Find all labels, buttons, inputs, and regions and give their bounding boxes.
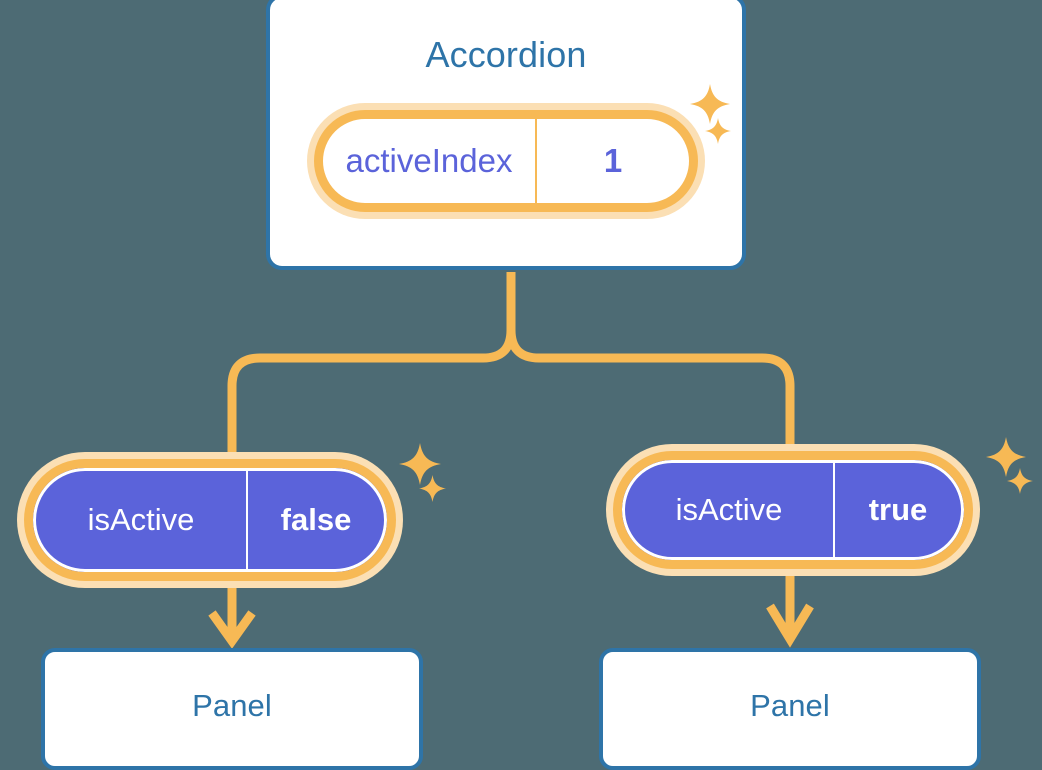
connector-trunk bbox=[227, 272, 516, 462]
component-title-panel: Panel bbox=[192, 688, 272, 723]
state-key-label: isActive bbox=[87, 502, 195, 537]
component-title-accordion: Accordion bbox=[425, 34, 587, 75]
component-title-panel: Panel bbox=[750, 688, 830, 723]
arrow-right bbox=[766, 569, 814, 648]
state-pill-is-active-false[interactable]: isActive false bbox=[24, 459, 396, 581]
state-value-label: true bbox=[833, 463, 961, 557]
sparkle-icon bbox=[419, 475, 446, 502]
sparkle-icon bbox=[399, 443, 441, 485]
state-value-label: 1 bbox=[535, 119, 689, 203]
state-pill-active-index[interactable]: activeIndex 1 bbox=[314, 110, 698, 212]
component-card-panel-left[interactable]: Panel bbox=[41, 648, 423, 770]
sparkle-icon bbox=[986, 437, 1026, 477]
state-pill-is-active-true[interactable]: isActive true bbox=[613, 451, 973, 569]
connector-branch-right bbox=[506, 329, 795, 455]
state-key-label: isActive bbox=[675, 492, 783, 527]
arrow-left bbox=[208, 581, 256, 649]
state-value-label: false bbox=[246, 471, 384, 569]
sparkle-icon bbox=[1007, 468, 1033, 494]
state-key-label: activeIndex bbox=[345, 142, 513, 179]
component-card-panel-right[interactable]: Panel bbox=[599, 648, 981, 770]
